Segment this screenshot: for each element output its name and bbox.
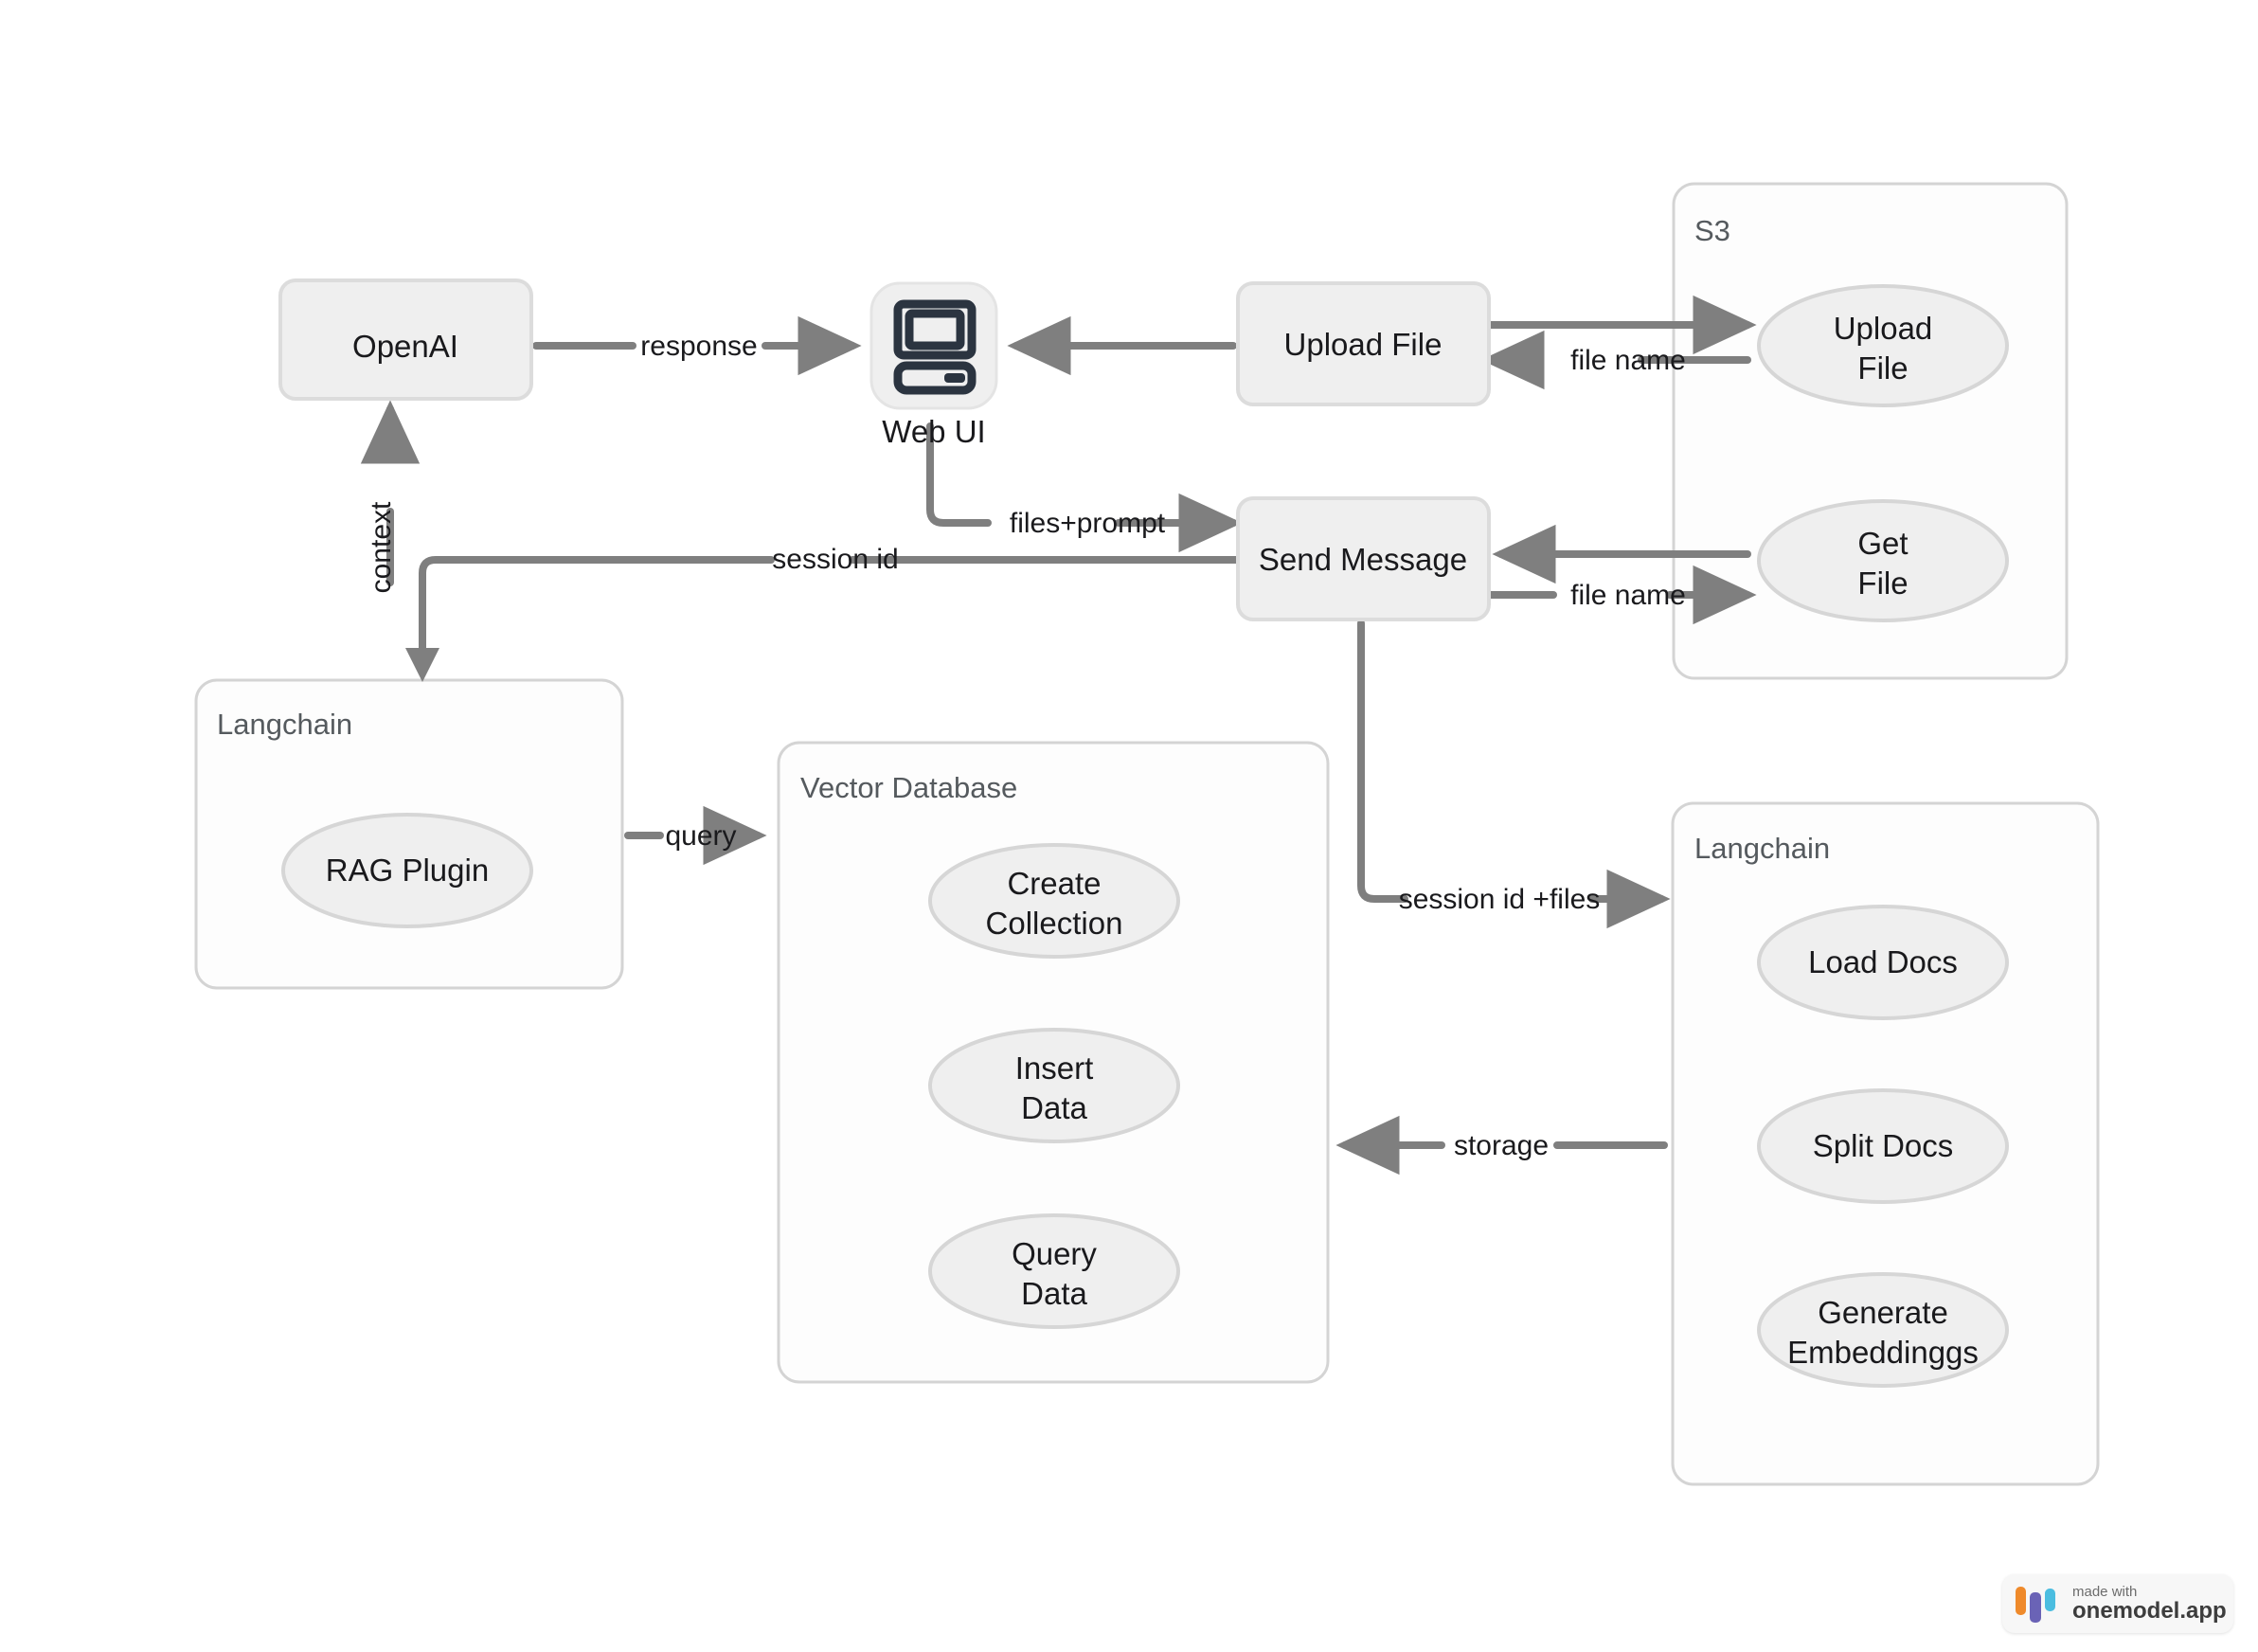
edge-response-label: response (640, 331, 757, 362)
edge-files-prompt: files+prompt (926, 422, 1243, 553)
watermark-badge[interactable]: made with onemodel.app (2002, 1574, 2233, 1633)
node-openai-label: OpenAI (352, 329, 458, 364)
logo-bar-purple (2030, 1592, 2041, 1623)
edge-session-files-label: session id +files (1399, 884, 1601, 915)
node-send-message-label: Send Message (1259, 542, 1467, 577)
node-send-message[interactable]: Send Message (1236, 496, 1491, 621)
node-generate-embeddings-line2: Embeddinggs (1787, 1335, 1979, 1370)
group-langchain-left-label: Langchain (217, 708, 352, 741)
node-query-data-line1: Query (1012, 1236, 1097, 1271)
node-openai[interactable]: OpenAI (278, 278, 533, 401)
logo-bar-orange (2016, 1587, 2026, 1615)
node-create-collection-shape[interactable] (928, 843, 1180, 959)
node-s3-get-file-shape[interactable] (1757, 499, 2009, 622)
node-web-ui-label: Web UI (882, 414, 985, 449)
node-openai-shape[interactable] (278, 278, 533, 401)
edge-session-files: session id +files (1357, 620, 1671, 929)
node-upload-file-action-label: Upload File (1284, 327, 1443, 362)
onemodel-logo-icon (2016, 1585, 2061, 1623)
node-create-collection-line2: Collection (986, 906, 1123, 941)
node-query-data-line2: Data (1021, 1276, 1087, 1311)
group-vector-database-label: Vector Database (800, 771, 1017, 804)
group-langchain-right-label: Langchain (1694, 832, 1830, 865)
node-create-collection[interactable]: Create Collection (928, 843, 1180, 959)
node-insert-data-line1: Insert (1015, 1050, 1094, 1086)
edge-query-label: query (665, 820, 736, 852)
edge-query: query (624, 805, 767, 866)
edge-storage: storage (1335, 1115, 1668, 1176)
node-s3-get-file-line1: Get (1857, 526, 1908, 561)
edge-context-label: context (366, 501, 397, 593)
node-split-docs[interactable]: Split Docs (1757, 1088, 2009, 1204)
node-load-docs-label: Load Docs (1808, 944, 1958, 979)
node-rag-plugin[interactable]: RAG Plugin (281, 813, 533, 928)
node-load-docs-shape[interactable] (1757, 905, 2009, 1020)
node-rag-plugin-shape[interactable] (281, 813, 533, 928)
node-upload-file-action-shape[interactable] (1236, 281, 1491, 406)
edge-session-id: session id (405, 544, 1242, 682)
node-load-docs[interactable]: Load Docs (1757, 905, 2009, 1020)
node-upload-file-action[interactable]: Upload File (1236, 281, 1491, 406)
edge-getfile-filename: file name (1486, 565, 1757, 625)
edge-session-id-label: session id (772, 544, 898, 575)
node-split-docs-shape[interactable] (1757, 1088, 2009, 1204)
edge-context: context (360, 400, 421, 593)
node-s3-get-file-line2: File (1857, 566, 1908, 601)
node-generate-embeddings[interactable]: Generate Embeddinggs (1757, 1272, 2009, 1388)
node-insert-data-line2: Data (1021, 1090, 1087, 1125)
group-s3-label: S3 (1694, 214, 1730, 247)
node-s3-upload-file-line1: Upload (1834, 311, 1933, 346)
edge-storage-label: storage (1454, 1130, 1549, 1161)
edge-s3-filename-label: file name (1570, 345, 1686, 376)
node-query-data-shape[interactable] (928, 1213, 1180, 1329)
node-insert-data[interactable]: Insert Data (928, 1028, 1180, 1143)
edge-s3-filename: file name (1480, 330, 1751, 390)
desktop-computer-icon (893, 299, 977, 395)
edge-getfile-filename-label: file name (1570, 580, 1686, 611)
node-s3-upload-file-line2: File (1857, 350, 1908, 386)
watermark-made-with: made with (2072, 1583, 2138, 1600)
logo-bar-cyan (2045, 1589, 2055, 1611)
node-s3-upload-file[interactable]: Upload File (1757, 284, 2009, 407)
watermark-product: onemodel.app (2072, 1598, 2227, 1625)
node-s3-upload-file-shape[interactable] (1757, 284, 2009, 407)
node-split-docs-label: Split Docs (1813, 1128, 1954, 1163)
node-insert-data-shape[interactable] (928, 1028, 1180, 1143)
node-generate-embeddings-shape[interactable] (1757, 1272, 2009, 1388)
edge-files-prompt-label: files+prompt (1010, 508, 1166, 539)
node-create-collection-line1: Create (1007, 866, 1101, 901)
node-web-ui[interactable]: Web UI (869, 281, 998, 449)
watermark-text: made with onemodel.app (2072, 1583, 2227, 1625)
node-query-data[interactable]: Query Data (928, 1213, 1180, 1329)
node-generate-embeddings-line1: Generate (1818, 1295, 1948, 1330)
edge-response: response (532, 315, 862, 376)
node-rag-plugin-label: RAG Plugin (326, 853, 489, 888)
node-s3-get-file[interactable]: Get File (1757, 499, 2009, 622)
node-send-message-shape[interactable] (1236, 496, 1491, 621)
